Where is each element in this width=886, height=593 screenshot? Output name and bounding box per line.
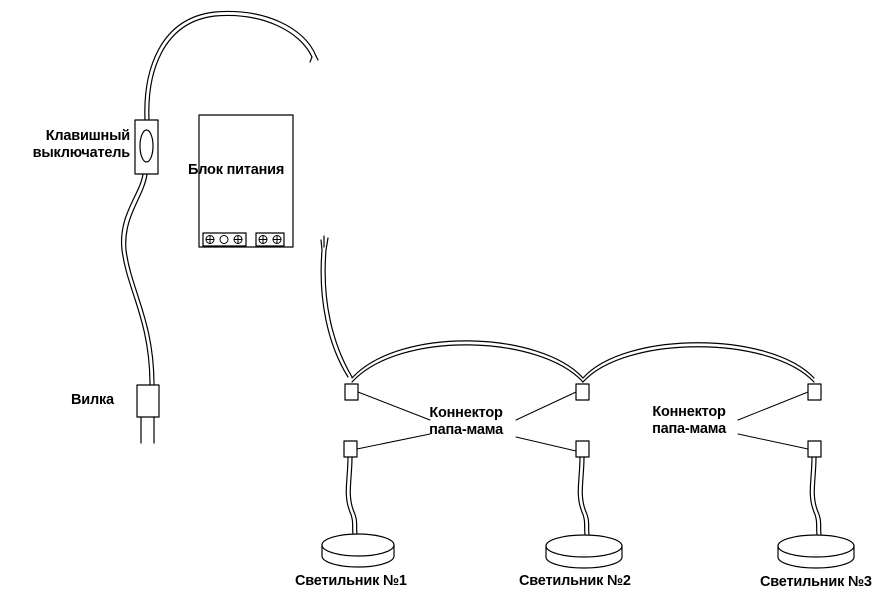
switch-label: Клавишный выключатель — [10, 128, 131, 162]
plug — [136, 384, 160, 444]
lamp-2 — [545, 534, 623, 569]
lamp-3-label: Светильник №3 — [760, 574, 872, 590]
lower-connectors — [343, 440, 822, 458]
connector-2-label-line1: Коннектор — [652, 404, 726, 420]
switch-label-line2: выключатель — [32, 145, 131, 161]
switch-upper-cable — [144, 10, 319, 121]
connector-2-label: Коннектор папа-мама — [634, 404, 744, 438]
connector-arcs — [351, 340, 815, 383]
lamp-1 — [321, 533, 395, 568]
connector-2-label-line2: папа-мама — [652, 421, 726, 437]
connector-1-label-line1: Коннектор — [429, 405, 503, 421]
switch-to-plug-cable — [120, 173, 155, 386]
lamp-2-label: Светильник №2 — [519, 573, 631, 589]
leader-lines — [356, 391, 809, 452]
lamp-1-label: Светильник №1 — [295, 573, 407, 589]
lamp-cables — [345, 456, 822, 535]
upper-connectors — [344, 383, 822, 401]
switch-label-line1: Клавишный — [45, 128, 130, 144]
power-supply-unit — [198, 114, 294, 248]
connector-1-label-line2: папа-мама — [429, 422, 503, 438]
power-supply-label: Блок питания — [188, 162, 285, 178]
psu-output-cable — [320, 235, 353, 378]
plug-label: Вилка — [71, 392, 114, 408]
lamp-3 — [777, 534, 855, 569]
connector-1-label: Коннектор папа-мама — [411, 405, 521, 439]
rocker-switch — [134, 119, 159, 175]
